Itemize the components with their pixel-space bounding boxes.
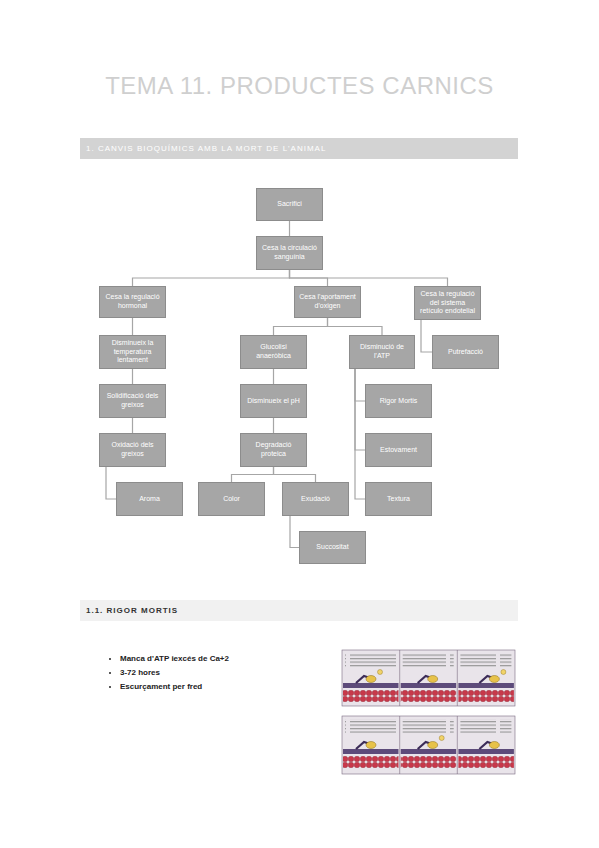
connector-line (355, 369, 365, 499)
connector-line (274, 467, 316, 482)
panels (343, 653, 514, 768)
panel-caption-lines (403, 719, 454, 733)
connector-line (328, 318, 383, 335)
connector-line (132, 318, 133, 335)
page-title: TEMA 11. PRODUCTES CARNICS (0, 72, 599, 100)
myosin-filament (458, 683, 514, 688)
process-box: Cesa l'aportament d'oxigen (294, 286, 361, 318)
process-box: Glucolisi anaeròbica (240, 335, 307, 369)
connector-line (355, 369, 365, 450)
section-band: 1.1. RIGOR MORTIS (80, 600, 518, 621)
myosin-filament (401, 749, 457, 754)
atp-molecule (439, 736, 444, 741)
bullet-list: Manca d'ATP iexcés de Ca+23-72 horesEscu… (96, 652, 229, 694)
box-label: Rigor Mortis (380, 397, 418, 406)
box-label: Cesa la circulació sanguínia (260, 244, 319, 262)
box-label: Cesa la regulació hormonal (103, 293, 162, 311)
panel-caption-lines (345, 719, 396, 733)
connector-line (290, 516, 299, 548)
connector-line (274, 318, 328, 335)
box-label: Sacrifici (277, 200, 302, 209)
connector-line (290, 270, 448, 286)
process-box: Putrefacció (432, 335, 499, 369)
panel-caption-lines (345, 653, 396, 667)
connector-line (132, 418, 133, 433)
box-label: Cesa la regulació del sistema retículo e… (418, 290, 477, 316)
connector-line (273, 369, 274, 384)
panel-caption-lines (460, 719, 511, 733)
myosin-filament (458, 749, 514, 754)
myosin-head-ball (489, 742, 499, 749)
process-box: Estovament (365, 433, 432, 467)
panel-grid (342, 650, 515, 774)
actin-filament (401, 756, 457, 768)
actin-filament (343, 690, 399, 702)
connector-line (273, 418, 274, 433)
box-label: Oxidació dels greixos (103, 441, 162, 459)
process-box: Sacrifici (256, 188, 323, 221)
actin-filament (458, 690, 514, 702)
box-label: Color (223, 495, 240, 504)
box-label: Glucolisi anaeròbica (244, 343, 303, 361)
box-label: Exudació (301, 495, 330, 504)
process-box: Exudació (282, 482, 349, 516)
connector-line (133, 270, 290, 286)
actin-filament (458, 756, 514, 768)
process-box: Color (198, 482, 265, 516)
myosin-head-ball (366, 676, 376, 683)
process-box: Disminució de l'ATP (349, 335, 415, 369)
section-heading: 1. CANVIS BIOQUÍMICS AMB LA MORT DE L'AN… (86, 144, 326, 153)
box-label: Aroma (139, 495, 160, 504)
atp-molecule (501, 670, 506, 675)
process-box: Succositat (299, 531, 366, 564)
process-box: Solidificació dels greixos (99, 384, 166, 418)
connector-line (355, 369, 365, 401)
process-box: Disminueix la temperatura lentament (99, 335, 166, 369)
box-label: Putrefacció (448, 348, 483, 357)
box-label: Disminueix el pH (247, 397, 300, 406)
process-box: Aroma (116, 482, 183, 516)
process-box: Textura (365, 482, 432, 516)
panel-caption-lines (460, 653, 511, 667)
box-label: Solidificació dels greixos (103, 392, 162, 410)
box-label: Disminueix la temperatura lentament (103, 339, 162, 365)
atp-molecule (378, 670, 383, 675)
process-box: Degradació proteica (240, 433, 307, 467)
bullet-item: 3-72 hores (120, 666, 229, 680)
myosin-head-ball (366, 742, 376, 749)
connector-line (132, 369, 133, 384)
process-box: Disminueix el pH (240, 384, 307, 418)
connector-line (289, 221, 290, 236)
connector-line (106, 467, 116, 499)
bullet-item: Manca d'ATP iexcés de Ca+2 (120, 652, 229, 666)
connector-line (232, 467, 274, 482)
box-label: Textura (387, 495, 410, 504)
myosin-filament (343, 683, 399, 688)
process-box: Cesa la regulació hormonal (99, 286, 166, 318)
myosin-head-ball (489, 676, 499, 683)
bullet-item: Escurçament per fred (120, 680, 229, 694)
myosin-head-ball (428, 742, 438, 749)
connector-line (421, 320, 432, 352)
process-box: Cesa la regulació del sistema retículo e… (414, 286, 481, 320)
section-band: 1. CANVIS BIOQUÍMICS AMB LA MORT DE L'AN… (80, 138, 518, 159)
process-box: Cesa la circulació sanguínia (256, 236, 323, 270)
section-heading: 1.1. RIGOR MORTIS (86, 606, 178, 615)
box-label: Succositat (316, 543, 348, 552)
box-label: Degradació proteica (244, 441, 303, 459)
panel-caption-lines (403, 653, 454, 667)
process-box: Rigor Mortis (365, 384, 432, 418)
myosin-filament (343, 749, 399, 754)
actin-filament (343, 756, 399, 768)
box-label: Disminució de l'ATP (353, 343, 411, 361)
myosin-head-ball (428, 676, 438, 683)
box-label: Estovament (380, 446, 417, 455)
process-box: Oxidació dels greixos (99, 433, 166, 467)
actin-filament (401, 690, 457, 702)
myosin-filament (401, 683, 457, 688)
box-label: Cesa l'aportament d'oxigen (298, 293, 357, 311)
